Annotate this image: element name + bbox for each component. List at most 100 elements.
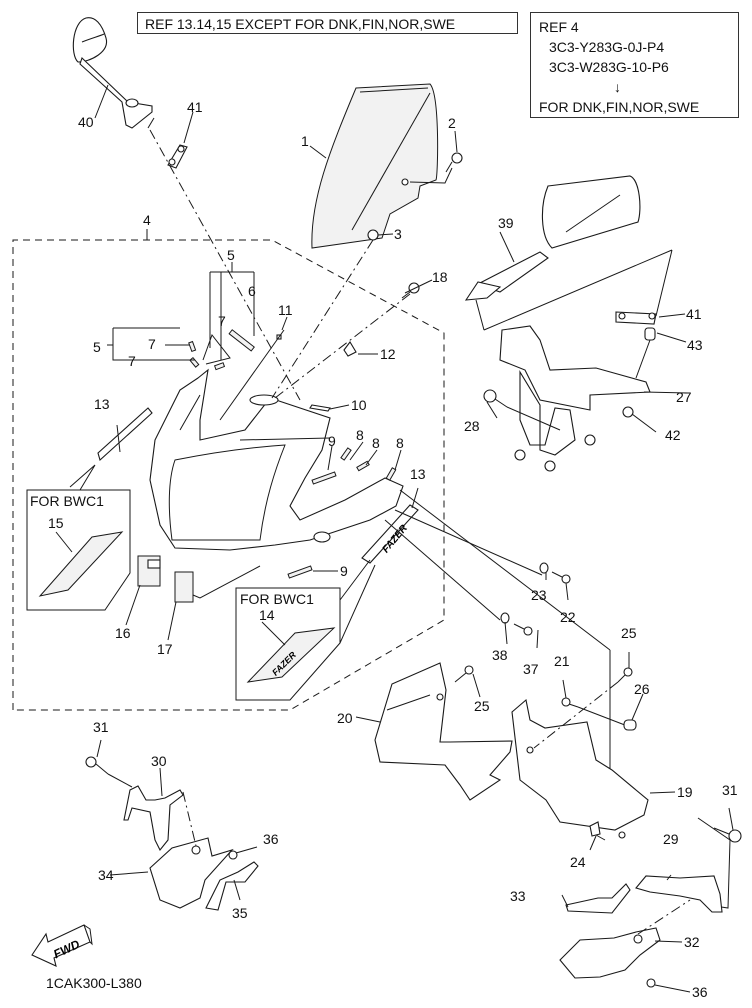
callout-14[interactable]: 14	[259, 607, 275, 623]
callout-4[interactable]: 4	[143, 212, 151, 228]
bracket-30	[123, 785, 184, 852]
callout-10[interactable]: 10	[351, 397, 367, 413]
callout-43[interactable]: 43	[687, 337, 703, 353]
callout-33[interactable]: 33	[510, 888, 526, 904]
callout-22[interactable]: 22	[560, 609, 576, 625]
callout-3[interactable]: 3	[394, 226, 402, 242]
callout-35[interactable]: 35	[232, 905, 248, 921]
clip-8c	[385, 467, 397, 481]
side-cover-20	[374, 662, 513, 801]
callout-38[interactable]: 38	[492, 647, 508, 663]
clip-8b	[356, 460, 370, 472]
callout-25-left[interactable]: 25	[474, 698, 490, 714]
bracket-35	[205, 861, 259, 911]
washer-38	[500, 612, 510, 624]
callout-23[interactable]: 23	[531, 587, 547, 603]
bolt-31-left	[85, 756, 109, 775]
decal-fazer-13	[361, 504, 419, 564]
clip-8a	[340, 447, 352, 461]
callout-16[interactable]: 16	[115, 625, 131, 641]
callout-11[interactable]: 11	[278, 302, 293, 318]
callout-17[interactable]: 17	[157, 641, 173, 657]
windscreen-1	[311, 83, 439, 249]
ref4-arrow: ↓	[614, 79, 621, 95]
forward-arrow	[31, 924, 93, 967]
screw-37	[513, 623, 533, 636]
nut-3	[367, 229, 379, 241]
assembly-4-boundary	[12, 239, 445, 711]
callout-36-right[interactable]: 36	[692, 984, 708, 1000]
callout-19[interactable]: 19	[677, 784, 693, 800]
bwc1-box-15	[26, 489, 131, 611]
pin-36-right	[646, 978, 656, 988]
bolt-18	[401, 282, 420, 299]
leader-lines	[55, 84, 734, 993]
callout-39[interactable]: 39	[498, 215, 514, 231]
callout-37[interactable]: 37	[523, 661, 539, 677]
ref4-part-1: 3C3-Y283G-0J-P4	[549, 39, 665, 55]
callout-5-left[interactable]: 5	[93, 339, 101, 355]
ref-note-top: REF 13.14,15 EXCEPT FOR DNK,FIN,NOR,SWE	[137, 12, 518, 34]
bwc1-note-14: FOR BWC1	[240, 591, 314, 607]
callout-2[interactable]: 2	[448, 115, 456, 131]
callout-13-left[interactable]: 13	[94, 396, 110, 412]
callout-8b[interactable]: 8	[372, 435, 380, 451]
callout-8a[interactable]: 8	[356, 427, 364, 443]
decal-15	[38, 531, 124, 597]
callout-9-top[interactable]: 9	[328, 433, 336, 449]
collar-26	[623, 719, 637, 731]
callout-32[interactable]: 32	[684, 934, 700, 950]
emblem-10	[309, 404, 331, 412]
clip-7a	[188, 340, 197, 353]
plate-32	[559, 927, 661, 979]
callout-6[interactable]: 6	[248, 283, 256, 299]
callout-7-top[interactable]: 7	[218, 313, 226, 329]
plate-34	[149, 837, 234, 909]
callout-7-low[interactable]: 7	[128, 353, 136, 369]
callout-26[interactable]: 26	[634, 681, 650, 697]
bolt-28	[483, 389, 561, 431]
callout-31-left[interactable]: 31	[93, 719, 109, 735]
callout-13-right[interactable]: 13	[410, 466, 426, 482]
callout-27[interactable]: 27	[676, 389, 692, 405]
ref4-note: REF 4 3C3-Y283G-0J-P4 3C3-W283G-10-P6 ↓ …	[530, 12, 739, 118]
nut-24	[589, 821, 601, 837]
screw-25-right	[617, 667, 633, 683]
callout-24[interactable]: 24	[570, 854, 586, 870]
callout-18[interactable]: 18	[432, 269, 448, 285]
callout-25-right[interactable]: 25	[621, 625, 637, 641]
callout-34[interactable]: 34	[98, 867, 114, 883]
decal-14	[246, 627, 336, 683]
callout-40[interactable]: 40	[78, 114, 94, 130]
callout-41-left[interactable]: 41	[187, 99, 203, 115]
callout-5-top[interactable]: 5	[227, 247, 235, 263]
unit-17	[174, 571, 194, 603]
callout-42[interactable]: 42	[665, 427, 681, 443]
clip-7b	[189, 356, 200, 368]
callout-8c[interactable]: 8	[396, 435, 404, 451]
switch-16	[137, 555, 161, 587]
callout-20[interactable]: 20	[337, 710, 353, 726]
screw-25-left	[454, 665, 474, 683]
callout-41-right[interactable]: 41	[686, 306, 702, 322]
callout-30[interactable]: 30	[151, 753, 167, 769]
callout-7-mid[interactable]: 7	[148, 336, 156, 352]
screw-22	[551, 571, 571, 584]
callout-31-right[interactable]: 31	[722, 782, 738, 798]
callout-1[interactable]: 1	[301, 133, 309, 149]
screw-2	[445, 152, 463, 173]
callout-29[interactable]: 29	[663, 831, 679, 847]
callout-12[interactable]: 12	[380, 346, 396, 362]
callout-9-bottom[interactable]: 9	[340, 563, 348, 579]
side-cover-19	[511, 698, 649, 839]
bwc1-box-14	[235, 587, 341, 701]
callout-21[interactable]: 21	[554, 653, 570, 669]
upper-cowling	[149, 368, 404, 551]
callout-36-left[interactable]: 36	[263, 831, 279, 847]
callout-15[interactable]: 15	[48, 515, 64, 531]
mirror-right-39	[464, 175, 641, 301]
bolt-31-right	[713, 827, 742, 843]
bwc1-note-15: FOR BWC1	[30, 493, 104, 509]
callout-28[interactable]: 28	[464, 418, 480, 434]
